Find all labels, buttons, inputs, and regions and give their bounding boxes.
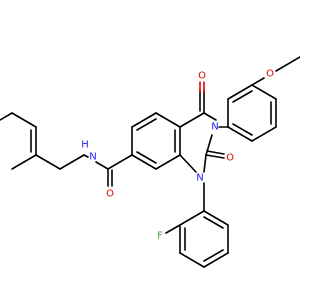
bond [35,154,61,170]
bond [83,154,89,158]
bond [203,210,229,226]
bond [227,126,253,142]
bond [206,150,225,155]
oxygen-atom-label: O [106,189,114,200]
bond [179,154,197,173]
bond [179,210,205,226]
bond [136,151,157,164]
bond [275,56,300,72]
bond [131,154,157,170]
bond [155,112,181,128]
oxygen-atom-label: O [226,153,234,164]
bond [232,90,253,103]
nitrogen-atom-label: N [196,173,203,184]
bond [0,112,13,121]
hetero-bonds [83,77,265,234]
chemical-structure-diagram: O N O N O H N O F [0,56,300,268]
bond [11,154,37,170]
bond [251,77,265,86]
bond [232,123,253,136]
bond [95,161,109,170]
nitrogen-atom-label: N [211,122,218,133]
bond [11,112,37,128]
bond [251,84,277,100]
bond [203,154,207,173]
oxygen-atom-label: O [266,69,274,80]
bond [179,252,205,268]
oxygen-atom-label: O [198,71,206,82]
hydrogen-atom-label: H [81,140,89,151]
nitrogen-atom-label: N [89,152,96,163]
bond [136,118,157,131]
bond [251,126,277,142]
bond [165,224,181,234]
bond [203,252,229,268]
bond [59,154,85,170]
atom-labels: O N O N O H N O F [81,69,274,242]
bond [179,112,205,128]
bond [131,112,157,128]
bond [155,154,181,170]
carbon-bonds [0,56,300,268]
bond [205,154,225,159]
fluorine-atom-label: F [157,231,163,242]
bond [107,154,133,170]
bond [203,216,224,229]
bond [227,84,253,100]
bond [203,249,224,262]
bond [203,112,217,121]
